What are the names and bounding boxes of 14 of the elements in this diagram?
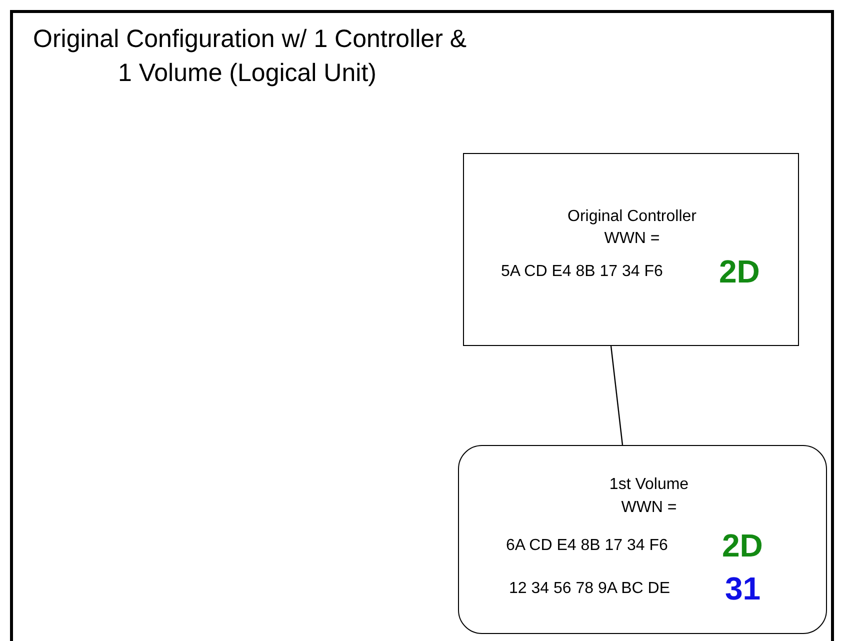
wwn-value: 6A CD E4 8B 17 34 F6 — [506, 536, 668, 556]
controller-box — [463, 153, 799, 346]
node-label: WWN = — [604, 230, 660, 248]
volume-box — [458, 445, 827, 634]
wwn-value: 12 34 56 78 9A BC DE — [509, 580, 670, 598]
node-label: Original Controller — [568, 208, 696, 226]
connector-line — [610, 346, 624, 446]
diagram-title: Original Configuration w/ 1 Controller & 1 Volume (Logical Unit) — [33, 24, 468, 89]
wwn-byte: 2D — [722, 528, 763, 564]
wwn-value: 5A CD E4 8B 17 34 F6 — [501, 262, 663, 282]
wwn-byte: 31 — [725, 570, 761, 608]
node-label: WWN = — [621, 498, 677, 518]
wwn-byte: 2D — [719, 254, 760, 290]
node-label: 1st Volume — [609, 476, 689, 494]
